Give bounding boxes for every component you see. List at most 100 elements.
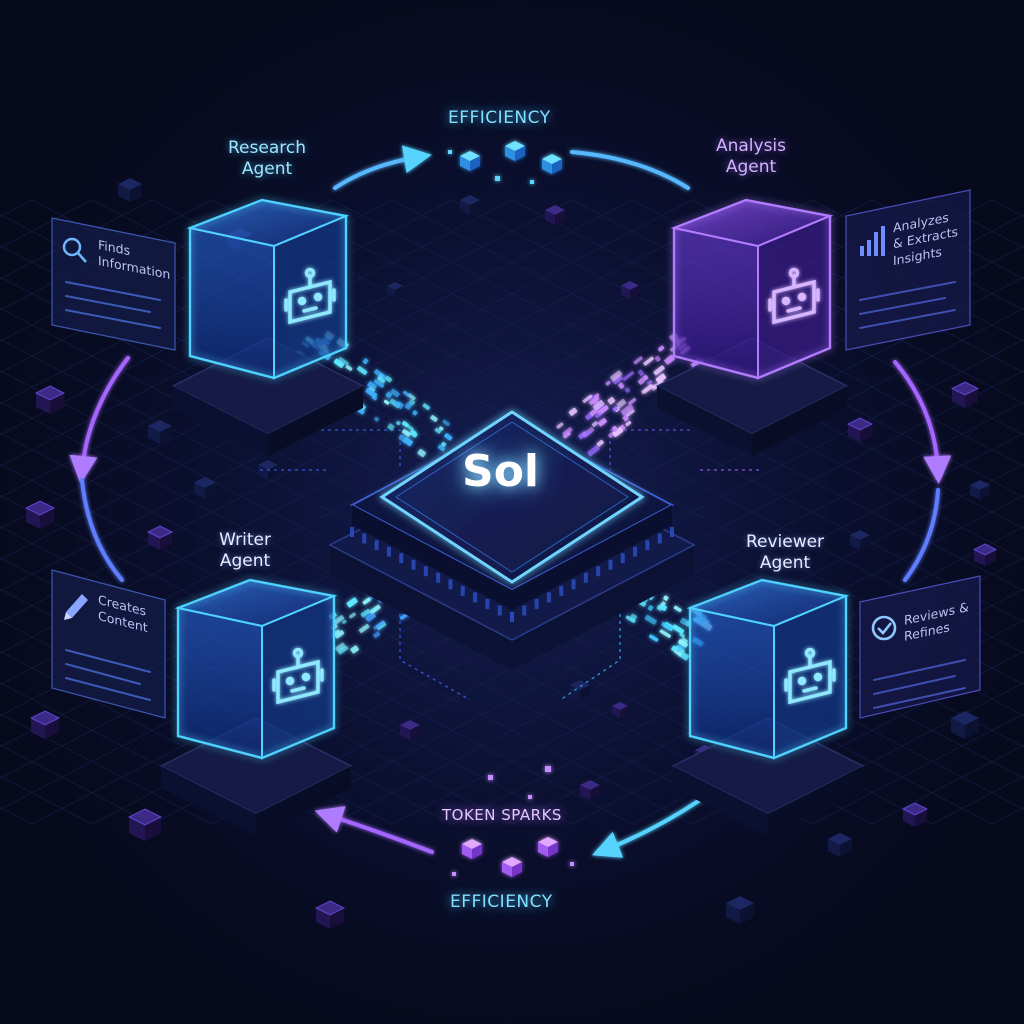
chip-pin bbox=[399, 553, 404, 564]
stream-particle bbox=[387, 423, 395, 431]
stream-particle bbox=[422, 403, 431, 411]
stream-particle bbox=[341, 619, 347, 625]
stream-particle bbox=[596, 439, 604, 447]
stream-particle bbox=[622, 371, 635, 381]
token-cube bbox=[462, 839, 482, 859]
small-cube bbox=[545, 205, 565, 225]
stream-particle bbox=[607, 396, 616, 405]
stream-particle bbox=[588, 395, 600, 406]
core-label: Sol bbox=[462, 446, 539, 497]
chip-pin bbox=[522, 605, 527, 616]
chip-pin bbox=[374, 540, 379, 551]
token-cube bbox=[505, 141, 525, 161]
robot-icon bbox=[768, 267, 820, 325]
stream-particle bbox=[362, 597, 371, 605]
stream-particle bbox=[593, 393, 600, 399]
bar-chart-icon bbox=[860, 226, 885, 256]
stream-particle bbox=[592, 399, 605, 411]
token-cube bbox=[542, 154, 562, 174]
stream-particle bbox=[412, 410, 418, 416]
stream-particle bbox=[582, 394, 593, 403]
small-cube bbox=[460, 195, 480, 215]
stream-particle bbox=[663, 595, 669, 601]
stream-particle bbox=[437, 444, 446, 452]
stream-particle bbox=[620, 404, 634, 416]
stream-particle bbox=[647, 379, 653, 386]
stream-particle bbox=[584, 430, 592, 437]
robot-icon bbox=[272, 647, 324, 705]
arc-bottom-left bbox=[314, 806, 434, 854]
stream-particle bbox=[672, 624, 685, 635]
stream-particle bbox=[398, 434, 408, 443]
token-cube bbox=[460, 151, 480, 171]
stream-particle bbox=[402, 390, 411, 397]
chip-pin bbox=[596, 566, 601, 577]
small-cube bbox=[194, 477, 216, 499]
sol-core-chip bbox=[328, 410, 696, 670]
stream-particle bbox=[409, 429, 417, 437]
small-cube bbox=[970, 480, 990, 500]
stream-particle bbox=[404, 402, 412, 410]
stream-particle bbox=[349, 612, 356, 619]
stream-particle bbox=[350, 645, 359, 654]
small-cube bbox=[950, 381, 980, 408]
stream-particle bbox=[618, 382, 625, 389]
stream-particle bbox=[338, 356, 349, 366]
chip-pin bbox=[436, 572, 441, 583]
small-cube bbox=[901, 802, 929, 827]
stream-particle bbox=[362, 358, 369, 365]
small-cube bbox=[621, 281, 639, 299]
chip-pin bbox=[583, 572, 588, 583]
stream-particle bbox=[656, 604, 663, 611]
stream-particle bbox=[605, 380, 611, 386]
stream-particle bbox=[430, 415, 438, 422]
stream-particle bbox=[556, 422, 564, 429]
stream-particle bbox=[373, 620, 385, 630]
stream-particle bbox=[377, 376, 386, 384]
small-cube bbox=[34, 385, 66, 414]
stream-particle bbox=[643, 383, 654, 394]
stream-particle bbox=[622, 415, 629, 422]
stream-particle bbox=[653, 365, 665, 376]
stream-particle bbox=[395, 401, 404, 410]
stream-particle bbox=[673, 605, 682, 613]
agent-cube-writer bbox=[159, 578, 353, 836]
stream-particle bbox=[568, 407, 578, 416]
stream-particle bbox=[595, 412, 602, 419]
arc-bottom-right bbox=[592, 798, 702, 858]
arc-left-lower bbox=[80, 478, 124, 582]
chip-pin bbox=[362, 533, 367, 544]
stream-particle bbox=[625, 615, 636, 623]
chip-pin bbox=[423, 566, 428, 577]
chip-pin bbox=[411, 559, 416, 570]
small-cube bbox=[846, 417, 874, 442]
small-cube bbox=[850, 530, 870, 550]
stream-particle bbox=[401, 429, 411, 437]
agent-cube-analysis bbox=[655, 198, 849, 456]
stream-particle bbox=[365, 387, 378, 399]
efficiency-top-label: EFFICIENCY bbox=[448, 108, 551, 128]
stream-particle bbox=[444, 433, 453, 441]
efficiency-bottom-label: EFFICIENCY bbox=[450, 892, 553, 912]
small-cube bbox=[726, 896, 754, 924]
small-cube bbox=[146, 525, 174, 550]
chip-pin bbox=[546, 592, 551, 603]
stream-particle bbox=[373, 369, 387, 380]
stream-particle bbox=[661, 601, 666, 606]
small-cube bbox=[148, 420, 172, 444]
chip-pin bbox=[497, 605, 502, 616]
stream-particle bbox=[610, 370, 623, 382]
stream-particle bbox=[659, 629, 672, 638]
stream-particle bbox=[679, 617, 688, 625]
stream-particle bbox=[438, 426, 444, 431]
stream-particle bbox=[345, 364, 353, 371]
stream-particle bbox=[654, 355, 661, 362]
stream-particle bbox=[360, 608, 371, 618]
circuit-traces bbox=[260, 429, 760, 701]
stream-particle bbox=[664, 354, 675, 365]
chip-pin bbox=[448, 579, 453, 590]
small-cube bbox=[118, 178, 142, 202]
